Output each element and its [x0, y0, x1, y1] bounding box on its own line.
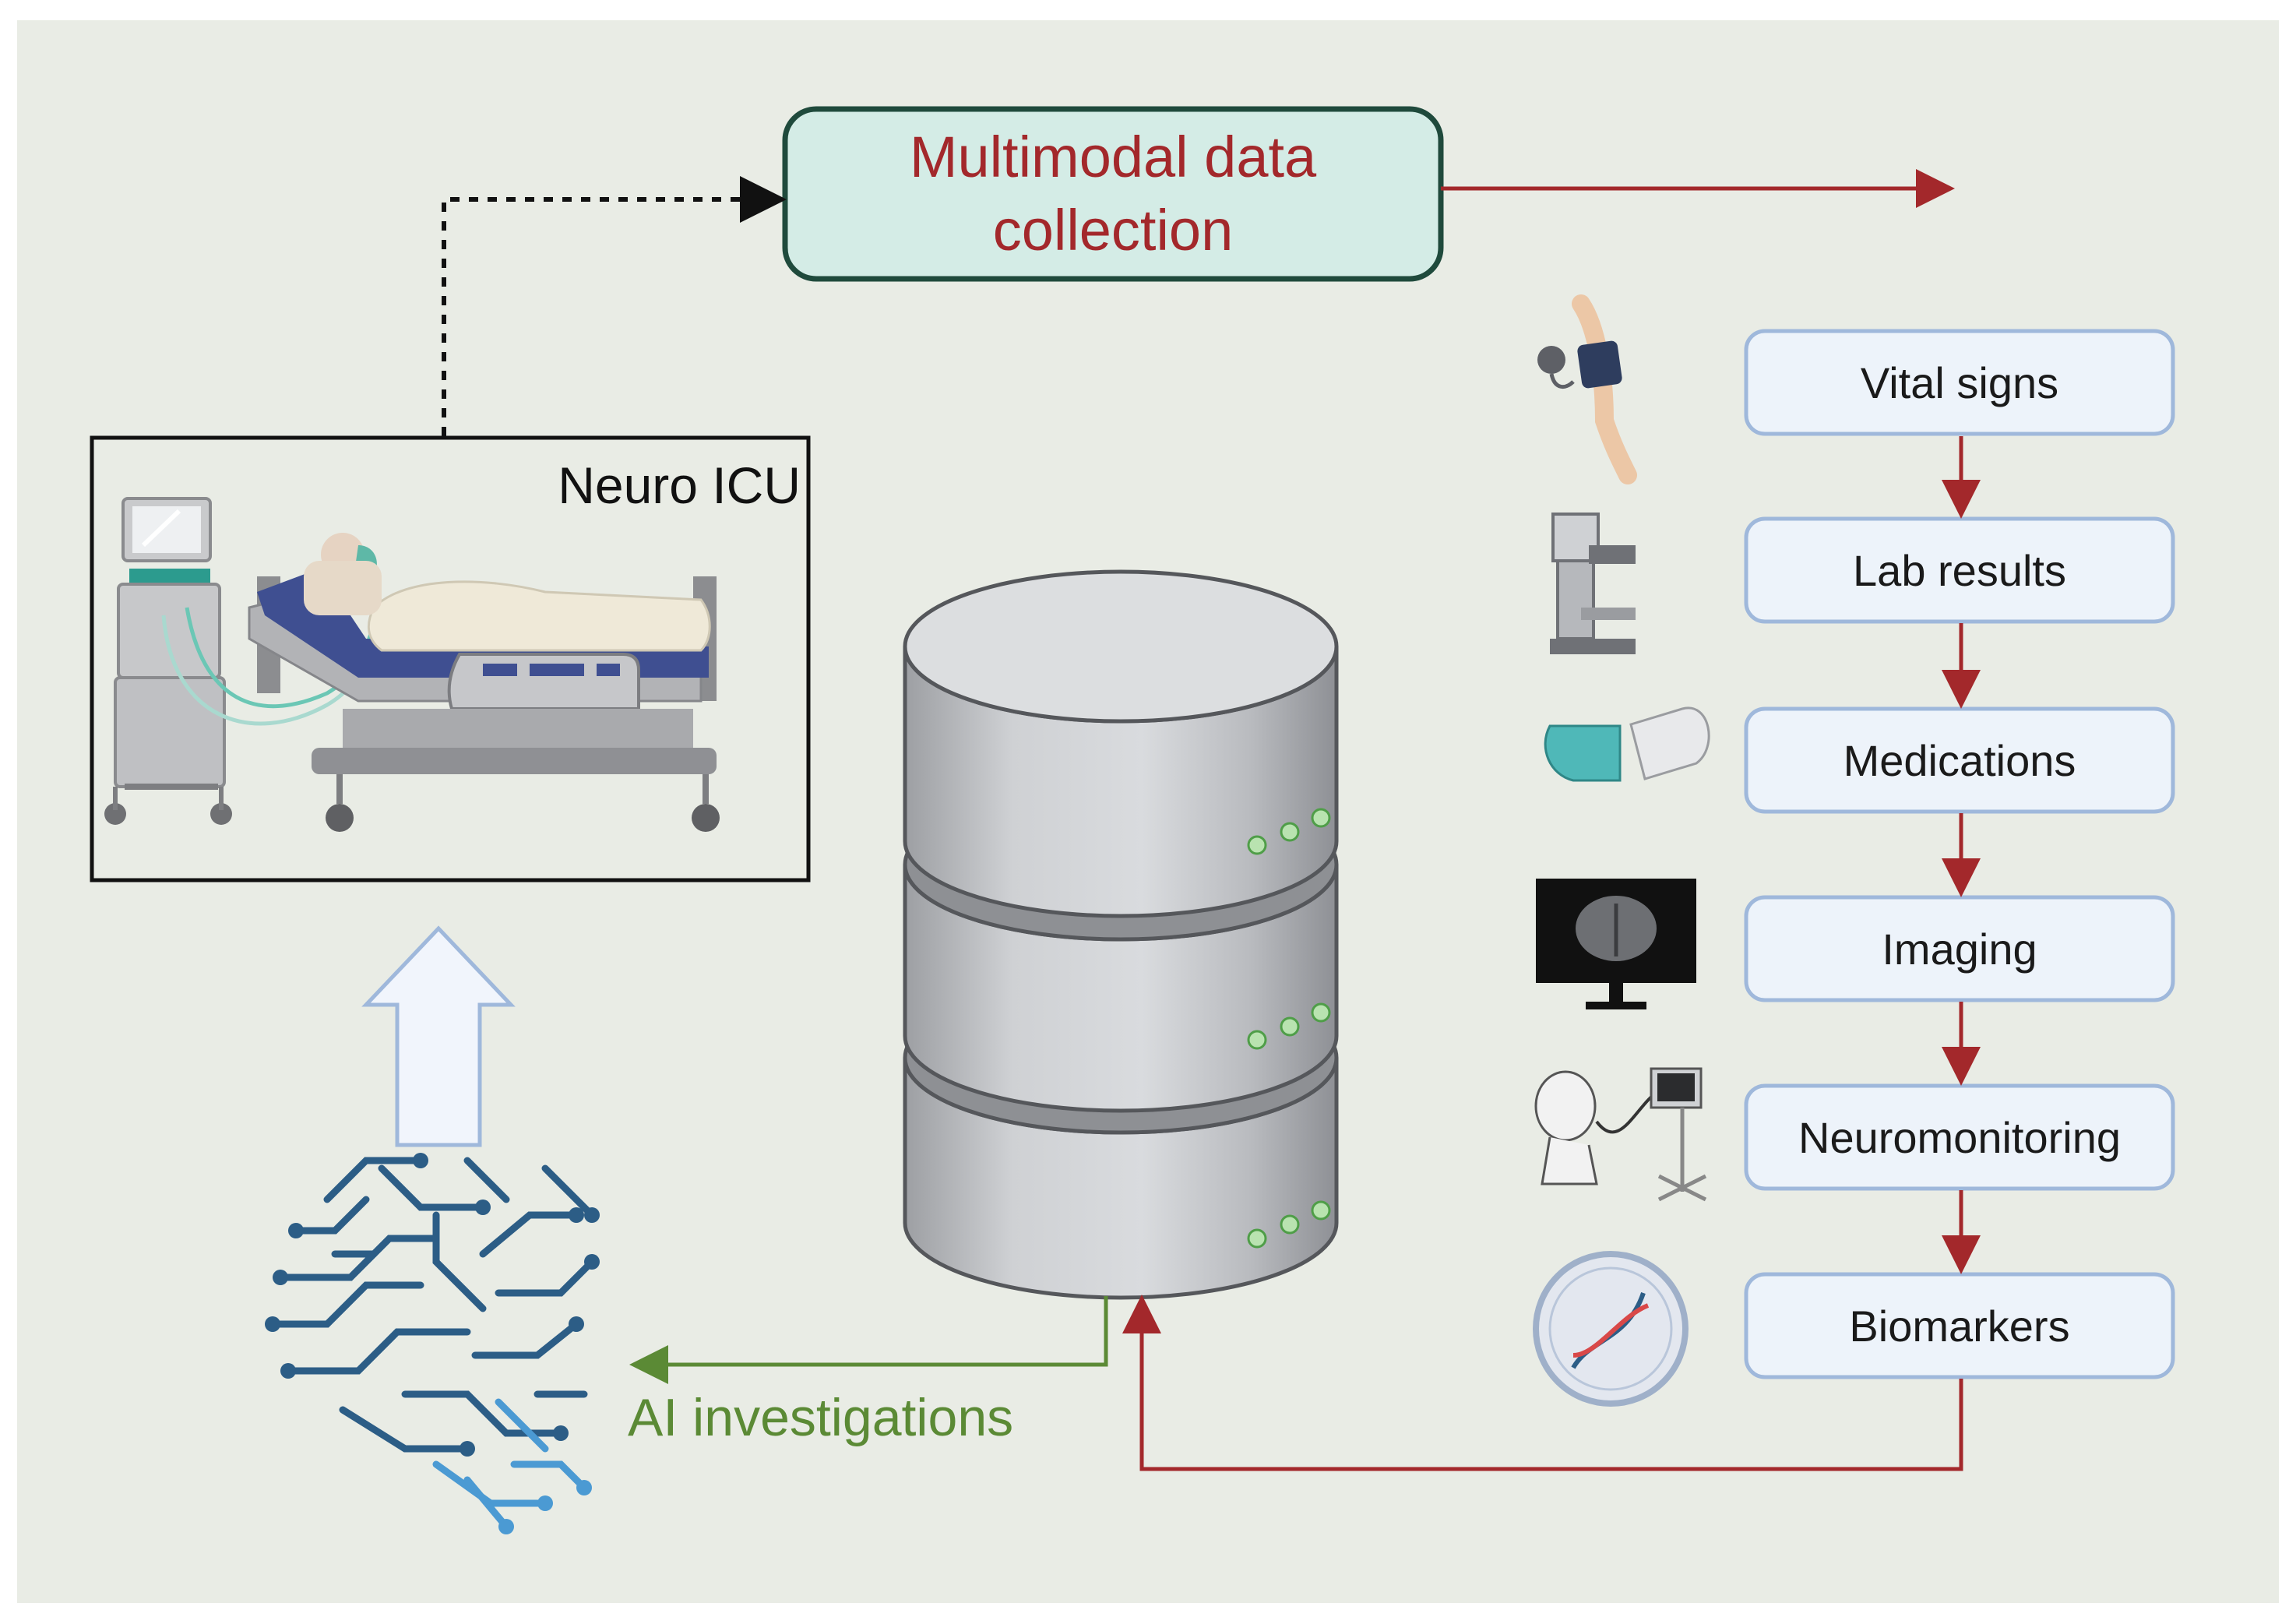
brain-scan-monitor-icon — [1536, 879, 1696, 1009]
step-label-biomarkers: Biomarkers — [1849, 1301, 2070, 1351]
arrow-biomarkers-to-database — [1122, 1295, 1963, 1471]
ai-investigations-label: AI investigations — [628, 1388, 1014, 1447]
title-label: Multimodal data collection — [909, 125, 1317, 262]
dotted-arrow-to-collection — [442, 176, 787, 436]
neuro-icu-label: Neuro ICU — [558, 456, 801, 514]
step-boxes — [1744, 329, 2175, 1379]
database-icon — [903, 569, 1339, 1300]
step-label-lab-results: Lab results — [1853, 545, 2066, 595]
blood-pressure-cuff-icon — [1537, 294, 1637, 484]
step-label-imaging: Imaging — [1882, 924, 2037, 974]
step-label-neuromonitoring: Neuromonitoring — [1798, 1112, 2121, 1162]
step-label-vital-signs: Vital signs — [1860, 358, 2059, 407]
step-label-medications: Medications — [1843, 735, 2076, 785]
arrow-database-to-ai — [629, 1296, 1108, 1384]
eeg-monitor-icon — [1534, 1067, 1707, 1202]
up-arrow-ai-to-icu — [361, 925, 516, 1147]
ai-brain-icon — [265, 1153, 600, 1534]
capsule-icon — [1544, 706, 1710, 782]
dna-petri-dish-icon — [1533, 1251, 1689, 1407]
icu-bed-icon — [104, 497, 720, 832]
microscope-icon — [1550, 513, 1636, 654]
